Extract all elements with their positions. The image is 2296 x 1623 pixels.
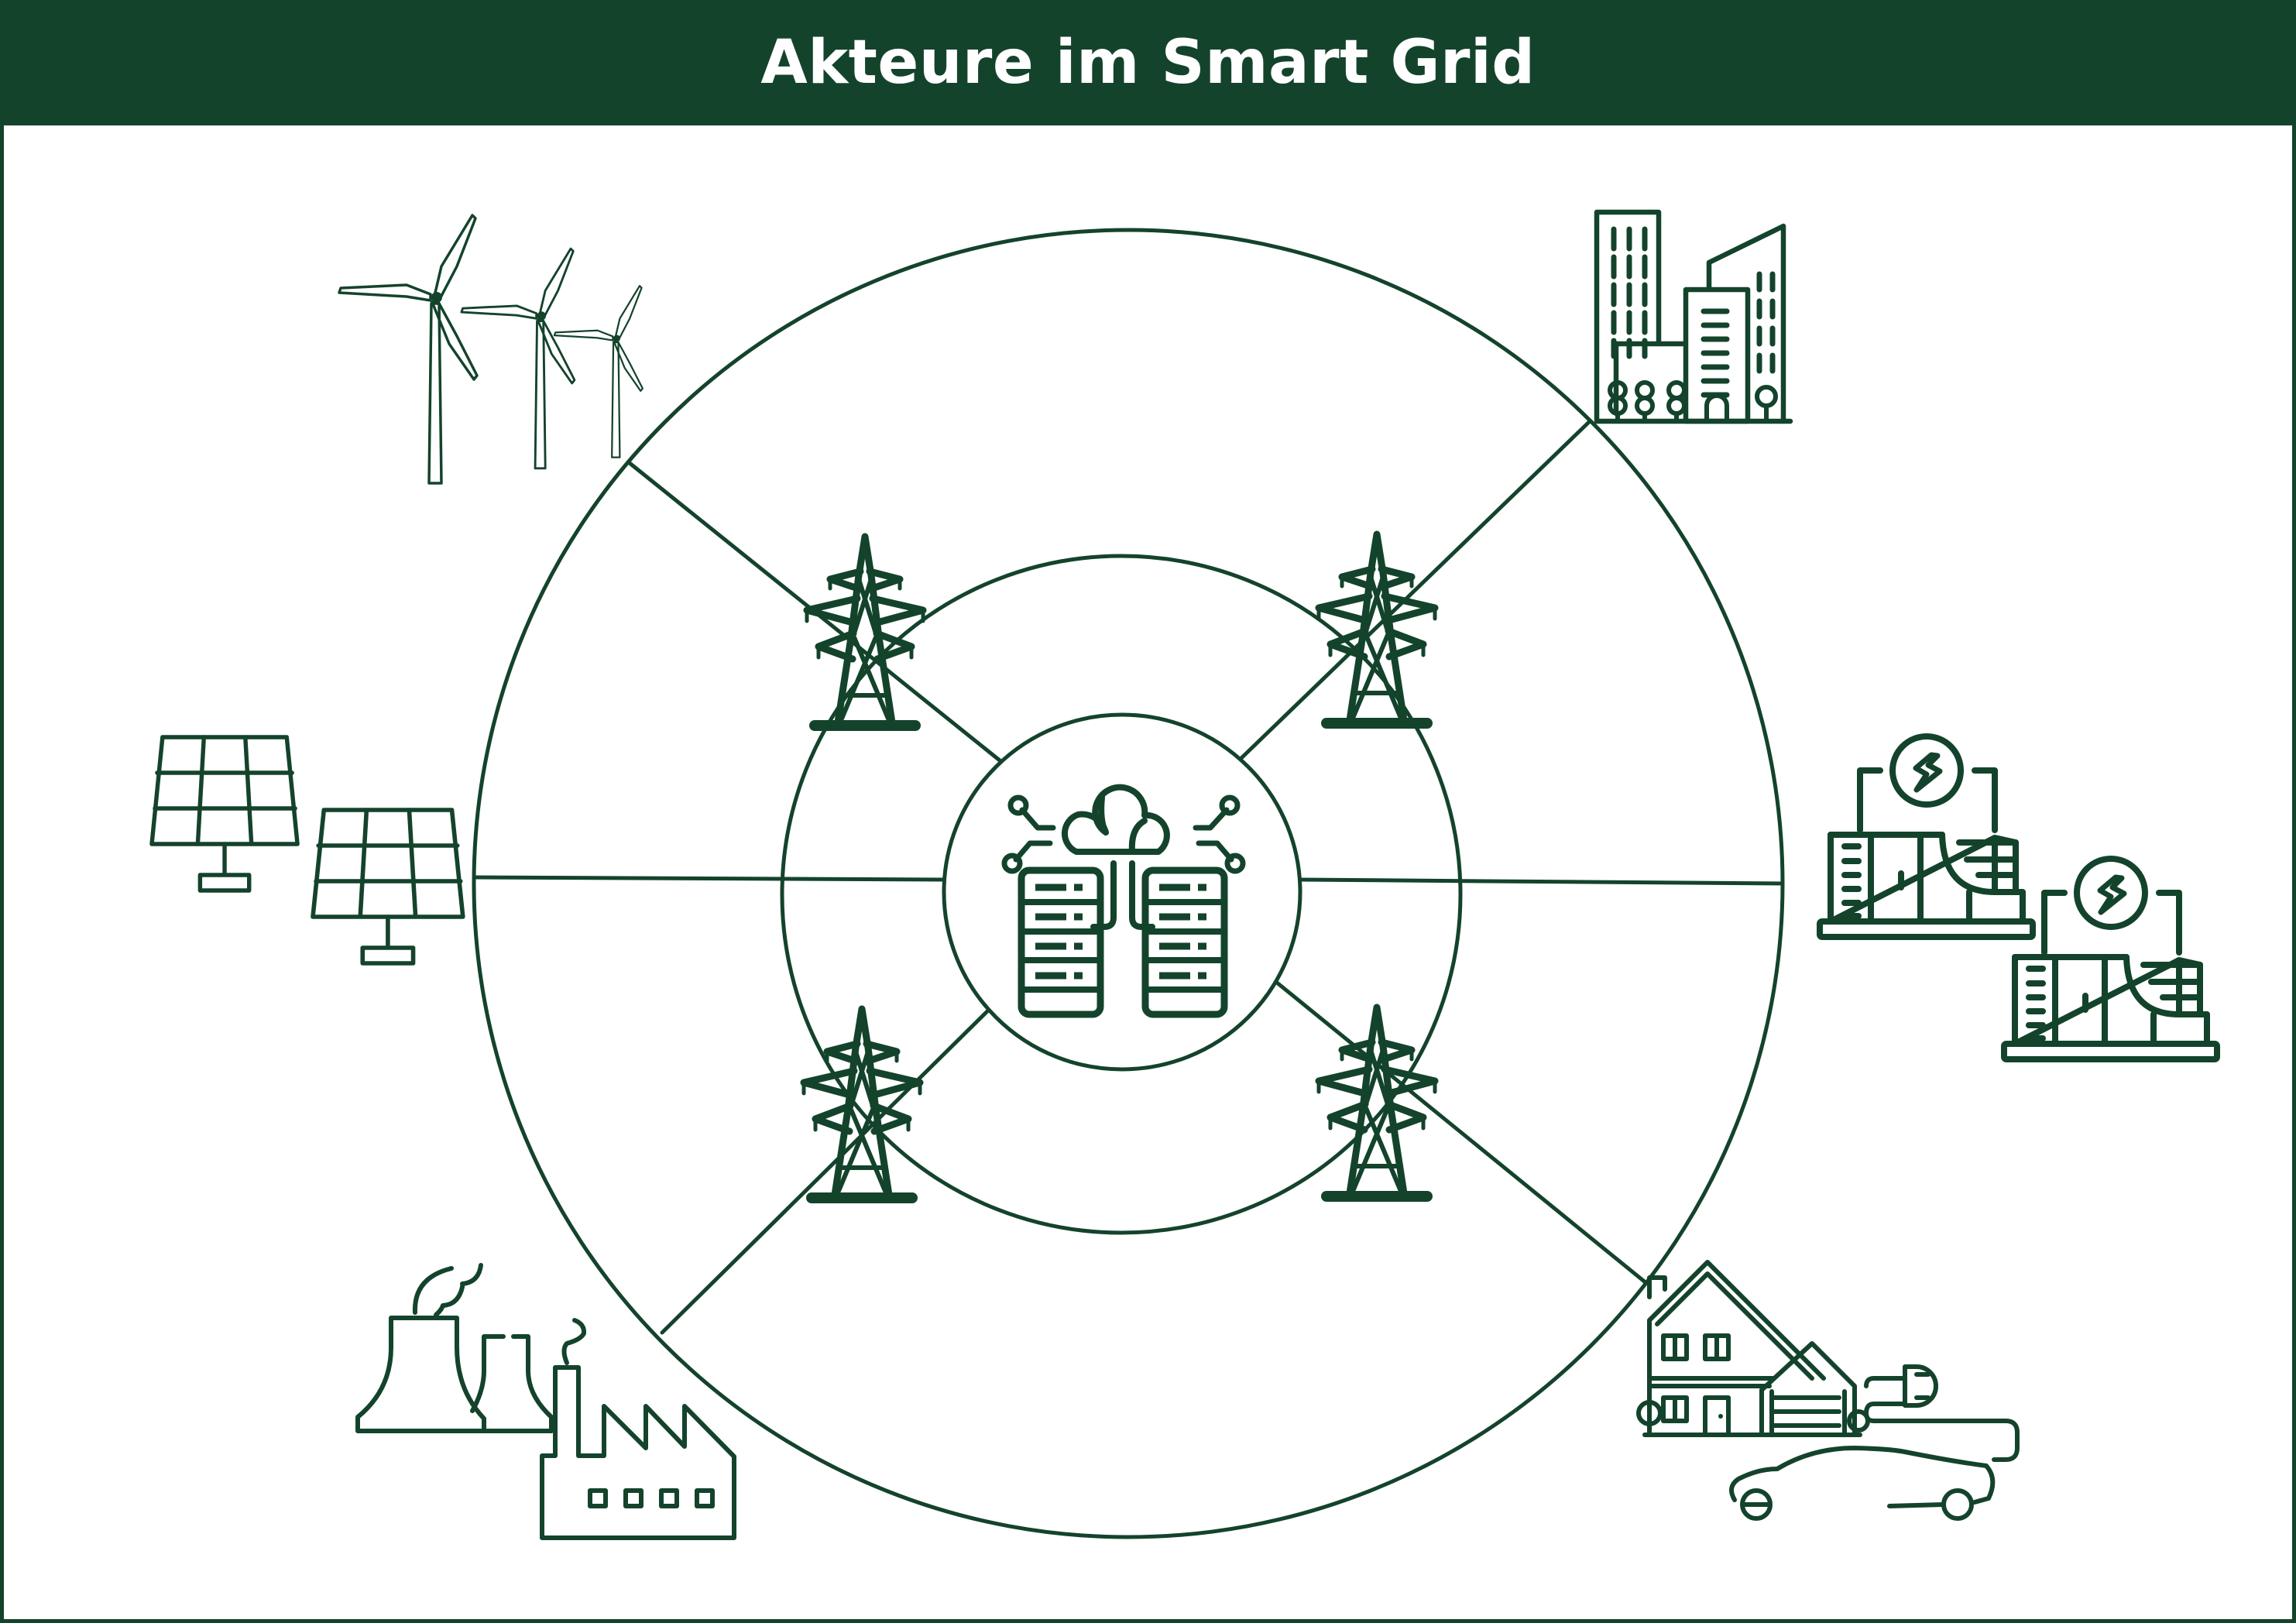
page-title: Akteure im Smart Grid	[760, 28, 1536, 98]
solar-panels-icon	[152, 737, 463, 963]
battery-storage-icon	[1820, 736, 2217, 1059]
house-electric-car-icon	[1636, 1260, 2020, 1521]
wind-turbines-icon	[338, 214, 643, 485]
power-plant-factory-icon	[355, 1263, 736, 1540]
spoke-left	[474, 875, 946, 882]
power-pylon-icon	[804, 1009, 920, 1198]
spoke-bottom-right	[1275, 980, 1649, 1285]
spoke-top-right	[1238, 420, 1591, 761]
title-bar: Akteure im Smart Grid	[0, 0, 2296, 125]
cloud-servers-icon	[1001, 784, 1246, 1018]
spoke-right	[1298, 877, 1785, 886]
power-pylon-icon	[1319, 1007, 1435, 1196]
city-buildings-icon	[1594, 209, 1793, 424]
middle-ring	[780, 554, 1463, 1235]
spoke-bottom-left	[660, 1008, 990, 1335]
inner-ring	[942, 712, 1302, 1072]
